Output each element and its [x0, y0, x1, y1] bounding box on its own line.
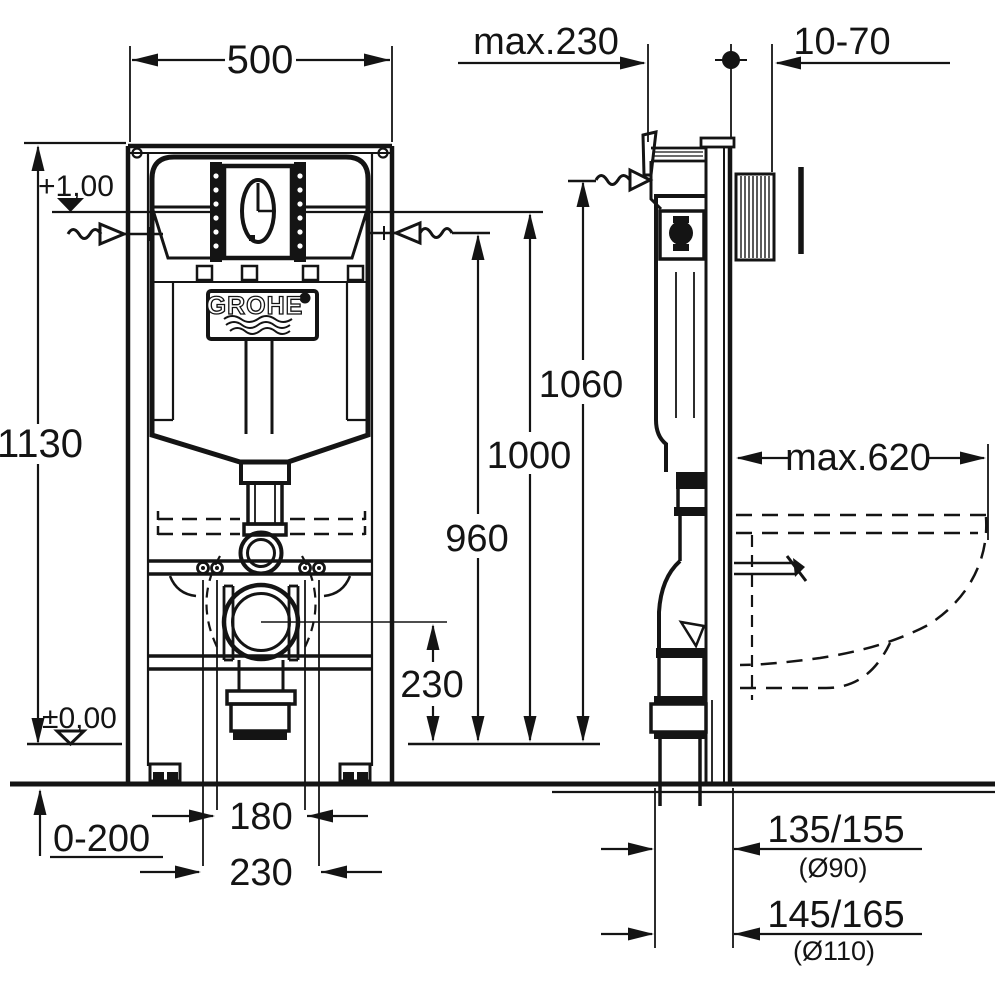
- fill-valve-icon: [669, 221, 693, 245]
- plate-rail-holes-icon: [213, 173, 303, 249]
- dim-label-230-spacing: 230: [229, 852, 292, 894]
- logo-waves-icon: [223, 315, 293, 335]
- level-marker-top: +1,00: [38, 170, 543, 214]
- side-view: [641, 130, 988, 806]
- dim-label-230-height: 230: [400, 664, 463, 706]
- dim-label-max620: max.620: [785, 437, 931, 479]
- dim-label-dia110: (Ø110): [793, 936, 875, 966]
- dim-label-180: 180: [229, 796, 292, 838]
- water-connection-side-icon: [568, 167, 654, 193]
- level-triangle-open-icon: [53, 729, 88, 747]
- wall-hatching-icon: [740, 176, 770, 258]
- flush-pipe: [238, 339, 291, 576]
- dim-bolt-spacings: 180 230: [140, 580, 382, 894]
- top-wall-bracket: [641, 130, 706, 211]
- wc-bowl-outline: [736, 513, 988, 700]
- lower-rail-and-bolts: [148, 555, 372, 650]
- wall-face-reference-icon: [715, 44, 747, 138]
- dim-label-dia90: (Ø90): [798, 853, 867, 883]
- dim-label-500: 500: [227, 38, 294, 82]
- water-connection-left-icon: [66, 221, 163, 247]
- floor-lines: [10, 742, 995, 794]
- level-triangle-filled-icon: [57, 198, 84, 212]
- flush-plate: [210, 162, 306, 262]
- dim-label-max230: max.230: [473, 21, 619, 63]
- dim-label-960: 960: [445, 518, 508, 560]
- water-connection-symbols: [66, 167, 654, 247]
- logo-registered-dot-icon: [299, 292, 311, 304]
- dim-height-960: 960: [445, 234, 509, 742]
- dim-frame-height: 1130: [0, 141, 126, 744]
- fill-valve-box: [658, 209, 706, 261]
- dim-label-10-70: 10-70: [793, 21, 890, 63]
- cistern-side: [654, 194, 706, 561]
- dim-outlet-height: 230: [261, 621, 464, 742]
- dim-height-1060: 1060: [539, 181, 624, 742]
- dim-frame-width: 500: [129, 38, 393, 142]
- dim-label-0-200: 0-200: [53, 818, 150, 860]
- front-view: GROHE: [125, 143, 395, 783]
- drain-pipe-side: [649, 559, 708, 806]
- level-label-top: +1,00: [38, 170, 114, 203]
- outlet-pipe-front: [225, 660, 297, 740]
- dim-max-depth: max.230: [458, 21, 649, 142]
- frame-screw-hole-icon: [377, 147, 389, 159]
- level-marker-floor: ±0,00: [42, 702, 117, 747]
- finished-wall-section: [734, 167, 804, 262]
- dim-label-135-155: 135/155: [767, 809, 904, 851]
- dim-wall-clearance: 10-70: [771, 21, 950, 172]
- water-connection-right-icon: [368, 220, 490, 246]
- dimension-annotations: 500 max.230 10-70 11: [0, 21, 989, 966]
- frame-feet: [148, 762, 372, 783]
- mounting-frame: [125, 143, 395, 782]
- dim-label-1060: 1060: [539, 364, 624, 406]
- drain-elbow-front: [148, 582, 372, 671]
- wall-plate: [699, 136, 736, 782]
- dashed-crossbar: [156, 511, 367, 541]
- brand-name: GROHE: [207, 292, 304, 320]
- dim-label-1130: 1130: [0, 422, 83, 466]
- frame-screw-hole-icon: [131, 147, 143, 159]
- cistern-recess-right: [296, 205, 371, 260]
- dim-outlet-offsets: 135/155 (Ø90) 145/165 (Ø110): [601, 788, 922, 966]
- dim-label-1000: 1000: [487, 435, 572, 477]
- grohe-logo: GROHE: [206, 289, 319, 341]
- bowl-fixing-rod: [734, 555, 808, 582]
- dim-height-1000: 1000: [487, 213, 572, 742]
- dim-label-145-165: 145/165: [767, 894, 904, 936]
- dim-foot-adjustment: 0-200: [33, 789, 163, 860]
- dim-max-bowl-depth: max.620: [736, 437, 989, 540]
